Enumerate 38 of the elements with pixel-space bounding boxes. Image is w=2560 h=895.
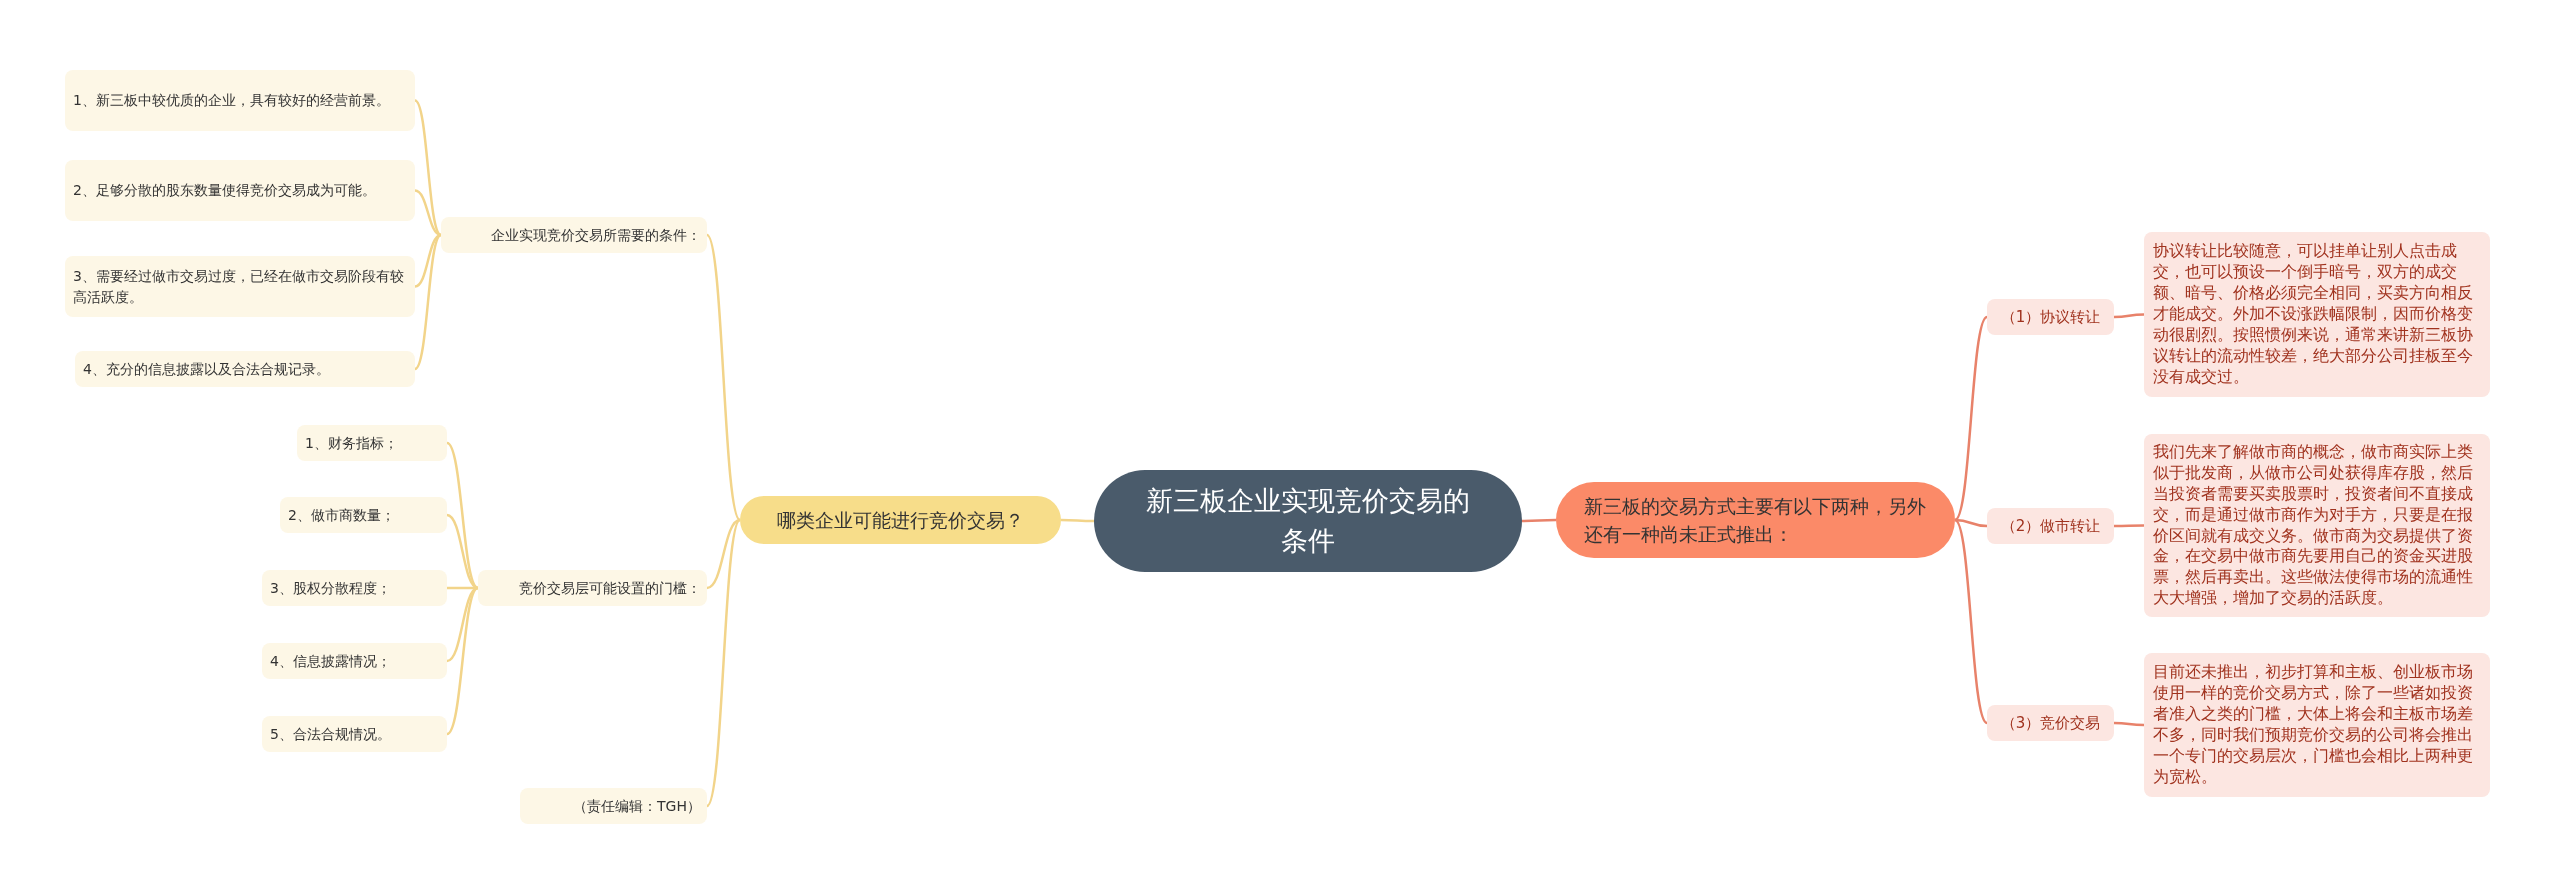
connector-line — [446, 442, 479, 589]
note-box: 协议转让比较随意，可以挂单让别人点击成交，也可以预设一个倒手暗号，双方的成交额、暗号、价格必须完全相同，买卖方向相反才能成交。外加不设涨跌幅限制，因而价格变动很剧烈。按照惯例来说，通常来讲新三板协议转让的流动性较差，绝大部分公司挂板至今没有成交过。 — [2144, 232, 2490, 397]
connector-line — [446, 587, 479, 735]
connector-line — [414, 99, 442, 236]
item-box: 2、足够分散的股东数量使得竞价交易成为可能。 — [65, 160, 415, 221]
subtopic-box: （3）竞价交易 — [1987, 705, 2114, 741]
item-box: 1、财务指标； — [297, 425, 447, 461]
note-box: 我们先来了解做市商的概念，做市商实际上类似于批发商，从做市公司处获得库存股，然后当投资者需要买卖股票时，投资者间不直接成交，而是通过做市商作为对手方，只要是在报价区间就有成交义务。做市商为交易提供了资金，在交易中做市商先要用自己的资金买进股票，然后再卖出。这些做法使得市场的流通性大大增强，增加了交易的活跃度。 — [2144, 434, 2490, 617]
connector-line — [705, 234, 742, 521]
item-box: 4、充分的信息披露以及合法合规记录。 — [75, 351, 415, 387]
subtopic-box: 企业实现竞价交易所需要的条件： — [441, 217, 707, 253]
note-box: 目前还未推出，初步打算和主板、创业板市场使用一样的竞价交易方式，除了一些诸如投资者准入之类的门槛，大体上将会和主板市场差不多，同时我们预期竞价交易的公司将会推出一个专门的交易层次，门槛也会相比上两种更为宽松。 — [2144, 653, 2490, 797]
item-box: 5、合法合规情况。 — [262, 716, 447, 752]
subtopic-box: 竞价交易层可能设置的门槛： — [478, 570, 707, 606]
connector-line — [2114, 721, 2144, 727]
connector-line — [2114, 524, 2144, 528]
connector-line — [1954, 519, 1988, 724]
subtopic-box: （2）做市转让 — [1987, 508, 2114, 544]
subtopic-box: （1）协议转让 — [1987, 299, 2114, 335]
item-box: 3、需要经过做市交易过度，已经在做市交易阶段有较高活跃度。 — [65, 256, 415, 317]
item-box: 1、新三板中较优质的企业，具有较好的经营前景。 — [65, 70, 415, 131]
connector-line — [1954, 316, 1988, 521]
connector-line — [705, 519, 742, 807]
connector-line — [1522, 518, 1556, 523]
central-topic: 新三板企业实现竞价交易的条件 — [1094, 470, 1522, 572]
item-box: 3、股权分散程度； — [262, 570, 447, 606]
connector-line — [706, 518, 741, 590]
connector-line — [414, 234, 442, 370]
subtopic-box: （责任编辑：TGH） — [520, 788, 707, 824]
connector-line — [1061, 518, 1094, 523]
topic-box: 哪类企业可能进行竞价交易？ — [740, 496, 1061, 544]
item-box: 4、信息披露情况； — [262, 643, 447, 679]
connector-line — [1954, 518, 1988, 528]
item-box: 2、做市商数量； — [280, 497, 447, 533]
connector-line — [446, 586, 479, 663]
connector-line — [2114, 313, 2144, 319]
topic-box: 新三板的交易方式主要有以下两种，另外还有一种尚未正式推出： — [1556, 482, 1955, 558]
connector-line — [447, 586, 478, 590]
